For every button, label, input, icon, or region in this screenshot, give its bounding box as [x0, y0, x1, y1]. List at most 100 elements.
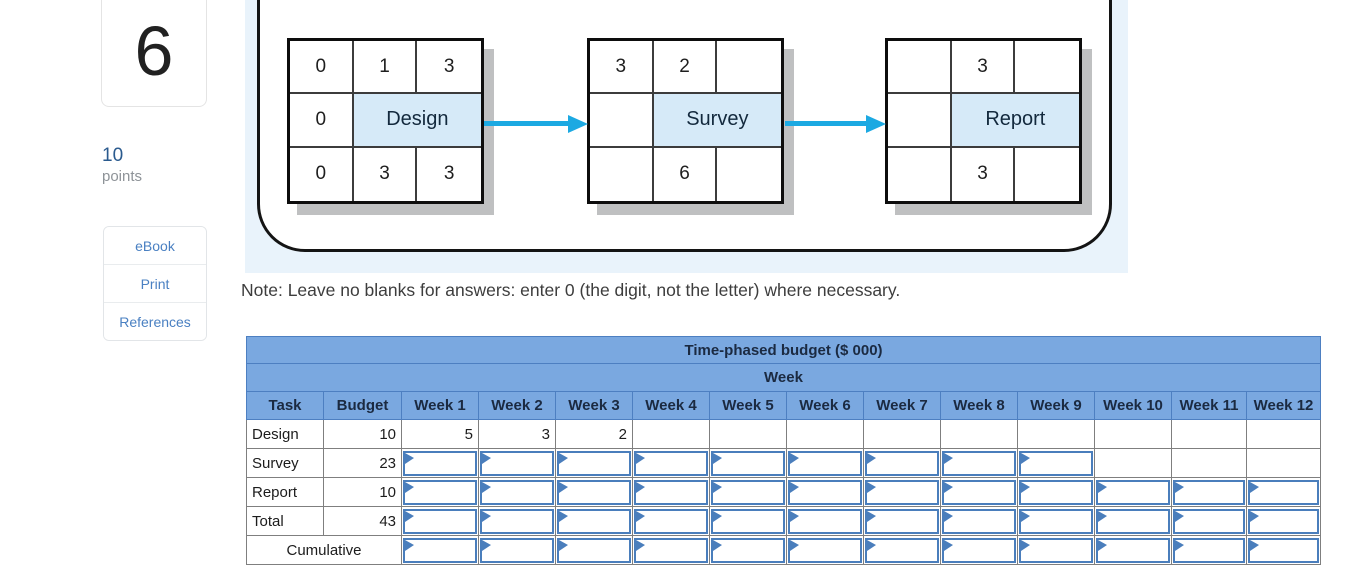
answer-input-report-week-5[interactable] [711, 479, 785, 505]
empty-cell [1246, 419, 1321, 449]
week-cell [709, 448, 787, 478]
answer-input-cumulative-week-2[interactable] [480, 537, 554, 563]
week-cell [1094, 506, 1172, 536]
node-cell-bottom-right [1015, 147, 1079, 201]
budget-value-report: 10 [323, 477, 402, 507]
week-cell [1094, 477, 1172, 507]
node-name-label: Report [951, 94, 1079, 148]
answer-input-survey-week-7[interactable] [865, 450, 939, 476]
answer-input-report-week-2[interactable] [480, 479, 554, 505]
answer-input-report-week-8[interactable] [942, 479, 1016, 505]
question-number-card: 6 [101, 0, 207, 107]
answer-input-total-week-3[interactable] [557, 508, 631, 534]
empty-cell [1246, 448, 1321, 478]
answer-input-total-week-10[interactable] [1096, 508, 1170, 534]
empty-cell [1171, 419, 1247, 449]
answer-input-cumulative-week-7[interactable] [865, 537, 939, 563]
column-header-week-4: Week 4 [632, 391, 710, 420]
node-cell-top-right [1015, 41, 1079, 95]
answer-input-total-week-1[interactable] [403, 508, 477, 534]
row-label-survey: Survey [246, 448, 324, 478]
question-number: 6 [134, 11, 174, 90]
answer-input-total-week-6[interactable] [788, 508, 862, 534]
answer-input-total-week-2[interactable] [480, 508, 554, 534]
answer-input-cumulative-week-10[interactable] [1096, 537, 1170, 563]
answer-input-cumulative-week-3[interactable] [557, 537, 631, 563]
print-button[interactable]: Print [104, 264, 206, 302]
answer-input-total-week-8[interactable] [942, 508, 1016, 534]
answer-input-cumulative-week-9[interactable] [1019, 537, 1093, 563]
answer-input-report-week-4[interactable] [634, 479, 708, 505]
answer-input-report-week-10[interactable] [1096, 479, 1170, 505]
answer-input-report-week-9[interactable] [1019, 479, 1093, 505]
answer-input-report-week-3[interactable] [557, 479, 631, 505]
answer-input-report-week-7[interactable] [865, 479, 939, 505]
week-cell [709, 477, 787, 507]
answer-input-total-week-4[interactable] [634, 508, 708, 534]
budget-value-survey: 23 [323, 448, 402, 478]
column-header-week-10: Week 10 [1094, 391, 1172, 420]
answer-input-cumulative-week-12[interactable] [1248, 537, 1319, 563]
answer-input-survey-week-9[interactable] [1019, 450, 1093, 476]
flow-arrow-survey-to-report [785, 121, 866, 126]
answer-input-total-week-11[interactable] [1173, 508, 1245, 534]
row-label-report: Report [246, 477, 324, 507]
week-cell [786, 506, 864, 536]
column-header-week-3: Week 3 [555, 391, 633, 420]
week-cell [709, 535, 787, 565]
answer-input-survey-week-5[interactable] [711, 450, 785, 476]
budget-value-design: 10 [323, 419, 402, 449]
column-header-task: Task [246, 391, 324, 420]
points-block: 10 points [102, 144, 142, 187]
empty-cell [709, 419, 787, 449]
answer-note: Note: Leave no blanks for answers: enter… [241, 280, 901, 300]
week-cell [478, 477, 556, 507]
week-cell [478, 535, 556, 565]
answer-input-survey-week-1[interactable] [403, 450, 477, 476]
week-cell [863, 448, 941, 478]
answer-input-survey-week-8[interactable] [942, 450, 1016, 476]
week-cell [786, 535, 864, 565]
week-cell [863, 535, 941, 565]
answer-input-cumulative-week-6[interactable] [788, 537, 862, 563]
week-cell [940, 448, 1018, 478]
answer-input-report-week-12[interactable] [1248, 479, 1319, 505]
answer-input-cumulative-week-5[interactable] [711, 537, 785, 563]
answer-input-report-week-11[interactable] [1173, 479, 1245, 505]
answer-input-total-week-5[interactable] [711, 508, 785, 534]
week-cell [632, 535, 710, 565]
answer-input-total-week-7[interactable] [865, 508, 939, 534]
answer-input-report-week-6[interactable] [788, 479, 862, 505]
answer-input-survey-week-3[interactable] [557, 450, 631, 476]
answer-input-survey-week-6[interactable] [788, 450, 862, 476]
column-header-week-6: Week 6 [786, 391, 864, 420]
answer-input-total-week-9[interactable] [1019, 508, 1093, 534]
empty-cell [940, 419, 1018, 449]
node-cell-bottom-left [888, 147, 952, 201]
answer-input-cumulative-week-4[interactable] [634, 537, 708, 563]
references-button[interactable]: References [104, 302, 206, 340]
column-header-week-12: Week 12 [1246, 391, 1321, 420]
empty-cell [863, 419, 941, 449]
network-diagram-panel: 0 1 3 0 Design 0 3 3 3 2 Survey 6 3 Repo… [245, 0, 1128, 273]
node-cell-top-left: 0 [290, 41, 354, 95]
week-cell [555, 506, 633, 536]
week-cell [786, 448, 864, 478]
ebook-button[interactable]: eBook [104, 227, 206, 264]
node-cell-bottom-left: 0 [290, 147, 354, 201]
node-cell-bottom-mid: 3 [353, 147, 418, 201]
answer-input-report-week-1[interactable] [403, 479, 477, 505]
answer-input-cumulative-week-1[interactable] [403, 537, 477, 563]
week-cell [478, 448, 556, 478]
answer-input-survey-week-2[interactable] [480, 450, 554, 476]
answer-input-survey-week-4[interactable] [634, 450, 708, 476]
empty-cell [1171, 448, 1247, 478]
row-label-design: Design [246, 419, 324, 449]
activity-node-report: 3 Report 3 [885, 38, 1082, 204]
answer-input-cumulative-week-11[interactable] [1173, 537, 1245, 563]
answer-input-cumulative-week-8[interactable] [942, 537, 1016, 563]
answer-input-total-week-12[interactable] [1248, 508, 1319, 534]
week-cell [863, 477, 941, 507]
column-header-week-11: Week 11 [1171, 391, 1247, 420]
week-cell [1246, 535, 1321, 565]
